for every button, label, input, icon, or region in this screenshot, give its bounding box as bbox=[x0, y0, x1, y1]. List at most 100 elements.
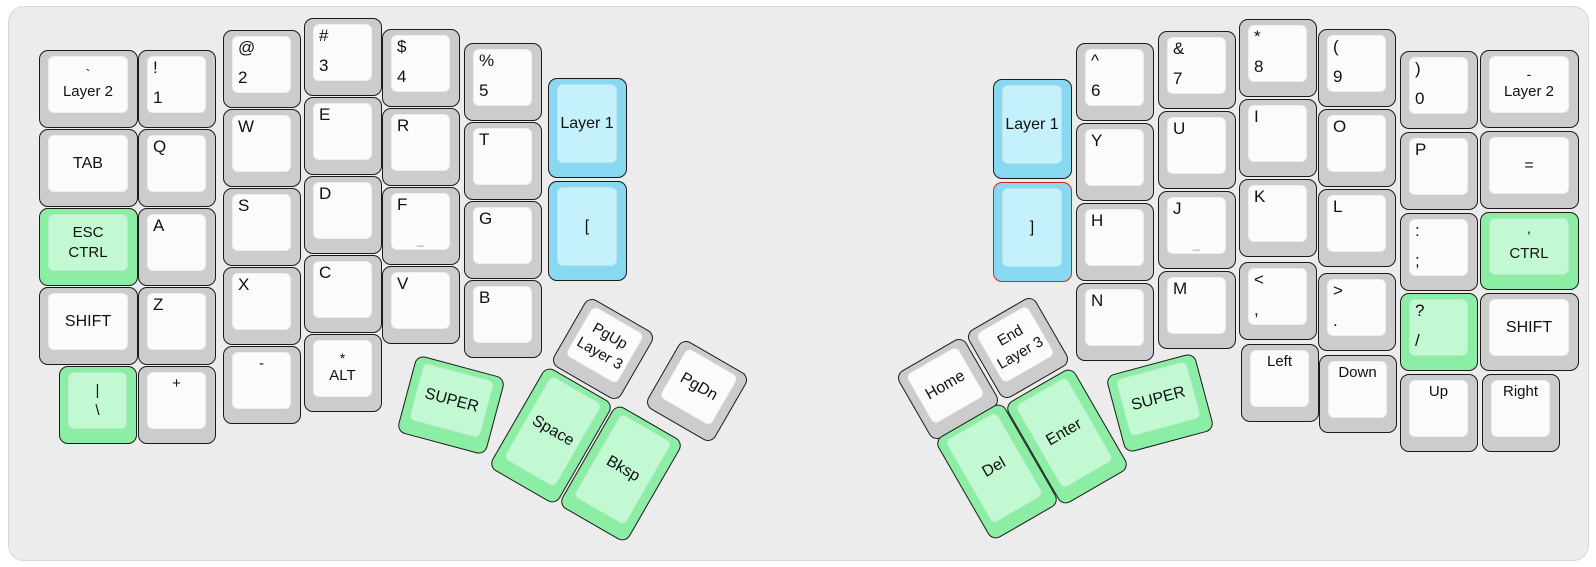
key-3[interactable]: #3 bbox=[304, 18, 382, 96]
key-layer1-right[interactable]: Layer 1 bbox=[993, 79, 1072, 179]
key-arrow-up[interactable]: Up bbox=[1400, 374, 1478, 452]
key-l[interactable]: L bbox=[1318, 189, 1396, 267]
key-equals[interactable]: = bbox=[1480, 131, 1579, 209]
keycap-top: E bbox=[313, 103, 372, 160]
key-arrow-right[interactable]: Right bbox=[1482, 374, 1560, 452]
key-legend: ] bbox=[1029, 218, 1035, 236]
key-e[interactable]: E bbox=[304, 97, 382, 175]
key-q[interactable]: Q bbox=[138, 129, 216, 207]
key-legend: N bbox=[1091, 291, 1104, 310]
keycap-top: >. bbox=[1327, 279, 1386, 336]
keycap-top: !1 bbox=[147, 56, 206, 113]
key-grave-layer2[interactable]: `Layer 2 bbox=[39, 50, 138, 128]
key-legend: J bbox=[1173, 199, 1182, 218]
key-x[interactable]: X bbox=[223, 267, 301, 345]
key-legend: - bbox=[259, 355, 264, 372]
key-6[interactable]: ^6 bbox=[1076, 43, 1154, 121]
keycap-top: SHIFT bbox=[48, 293, 128, 350]
key-a[interactable]: A bbox=[138, 208, 216, 286]
key-minus[interactable]: - bbox=[223, 346, 301, 424]
keycap-top: -Layer 2 bbox=[1489, 56, 1569, 113]
key-legend: / bbox=[1415, 331, 1420, 350]
key-minus-layer2[interactable]: -Layer 2 bbox=[1480, 50, 1579, 128]
keycap-top: V bbox=[391, 272, 450, 329]
keycap-top: P bbox=[1409, 138, 1468, 195]
key-d[interactable]: D bbox=[304, 176, 382, 254]
key-8[interactable]: *8 bbox=[1239, 19, 1317, 97]
key-left-bracket[interactable]: [ bbox=[548, 181, 627, 281]
key-f[interactable]: F_ bbox=[382, 187, 460, 265]
key-7[interactable]: &7 bbox=[1158, 31, 1236, 109]
keycap-top: Y bbox=[1085, 129, 1144, 186]
key-legend: 7 bbox=[1173, 69, 1183, 88]
keycap-top: %5 bbox=[473, 49, 532, 106]
keycap-top: [ bbox=[557, 187, 617, 266]
key-legend: : bbox=[1415, 221, 1420, 240]
key-w[interactable]: W bbox=[223, 109, 301, 187]
key-u[interactable]: U bbox=[1158, 111, 1236, 189]
key-s[interactable]: S bbox=[223, 188, 301, 266]
key-tab[interactable]: TAB bbox=[39, 129, 138, 207]
key-shift-left[interactable]: SHIFT bbox=[39, 287, 138, 365]
key-legend: SUPER bbox=[422, 384, 481, 416]
keycap-top: Left bbox=[1250, 350, 1309, 407]
key-m[interactable]: M bbox=[1158, 271, 1236, 349]
key-legend: L bbox=[1333, 197, 1343, 216]
key-semicolon[interactable]: :; bbox=[1400, 213, 1478, 291]
key-super-right[interactable]: SUPER bbox=[1105, 352, 1215, 454]
key-super-left[interactable]: SUPER bbox=[396, 354, 506, 456]
keycap-top: ?/ bbox=[1409, 299, 1468, 356]
keycap-top: (9 bbox=[1327, 35, 1386, 92]
key-legend: CTRL bbox=[1509, 245, 1549, 262]
key-b[interactable]: B bbox=[464, 280, 542, 358]
key-legend: I bbox=[1254, 107, 1259, 126]
key-comma[interactable]: <, bbox=[1239, 262, 1317, 340]
key-slash[interactable]: ?/ bbox=[1400, 293, 1478, 371]
key-z[interactable]: Z bbox=[138, 287, 216, 365]
keycap-top: + bbox=[147, 372, 206, 429]
homing-bump: _ bbox=[416, 232, 425, 247]
key-t[interactable]: T bbox=[464, 122, 542, 200]
key-i[interactable]: I bbox=[1239, 99, 1317, 177]
key-period[interactable]: >. bbox=[1318, 273, 1396, 351]
key-legend: P bbox=[1415, 140, 1427, 159]
key-h[interactable]: H bbox=[1076, 203, 1154, 281]
key-pipe-backslash[interactable]: |\ bbox=[59, 366, 137, 444]
key-r[interactable]: R bbox=[382, 108, 460, 186]
key-c[interactable]: C bbox=[304, 255, 382, 333]
keycap-top: Layer 1 bbox=[1002, 85, 1062, 164]
key-alt[interactable]: *ALT bbox=[304, 334, 382, 412]
keycap-top: )0 bbox=[1409, 57, 1468, 114]
key-layer1-left[interactable]: Layer 1 bbox=[548, 78, 627, 178]
key-shift-right[interactable]: SHIFT bbox=[1480, 293, 1579, 371]
key-y[interactable]: Y bbox=[1076, 123, 1154, 201]
key-4[interactable]: $4 bbox=[382, 29, 460, 107]
key-n[interactable]: N bbox=[1076, 283, 1154, 361]
keycap-top: SUPER bbox=[408, 362, 495, 439]
key-right-bracket[interactable]: ] bbox=[993, 182, 1072, 282]
key-p[interactable]: P bbox=[1400, 132, 1478, 210]
key-5[interactable]: %5 bbox=[464, 43, 542, 121]
key-1[interactable]: !1 bbox=[138, 50, 216, 128]
key-plus[interactable]: + bbox=[138, 366, 216, 444]
key-k[interactable]: K bbox=[1239, 179, 1317, 257]
key-9[interactable]: (9 bbox=[1318, 29, 1396, 107]
key-quote-ctrl[interactable]: 'CTRL bbox=[1480, 212, 1579, 290]
key-legend: ^ bbox=[1091, 51, 1099, 70]
keycap-top: SUPER bbox=[1115, 360, 1202, 437]
key-0[interactable]: )0 bbox=[1400, 51, 1478, 129]
key-j[interactable]: J_ bbox=[1158, 191, 1236, 269]
keycap-top: A bbox=[147, 214, 206, 271]
keycap-top: K bbox=[1248, 185, 1307, 242]
key-legend: SHIFT bbox=[64, 312, 112, 330]
key-o[interactable]: O bbox=[1318, 109, 1396, 187]
key-legend: . bbox=[1333, 311, 1338, 330]
key-legend: A bbox=[153, 216, 165, 235]
key-arrow-left[interactable]: Left bbox=[1241, 344, 1319, 422]
key-2[interactable]: @2 bbox=[223, 30, 301, 108]
key-v[interactable]: V bbox=[382, 266, 460, 344]
key-g[interactable]: G bbox=[464, 201, 542, 279]
key-arrow-down[interactable]: Down bbox=[1319, 355, 1397, 433]
key-legend: Up bbox=[1428, 383, 1449, 400]
